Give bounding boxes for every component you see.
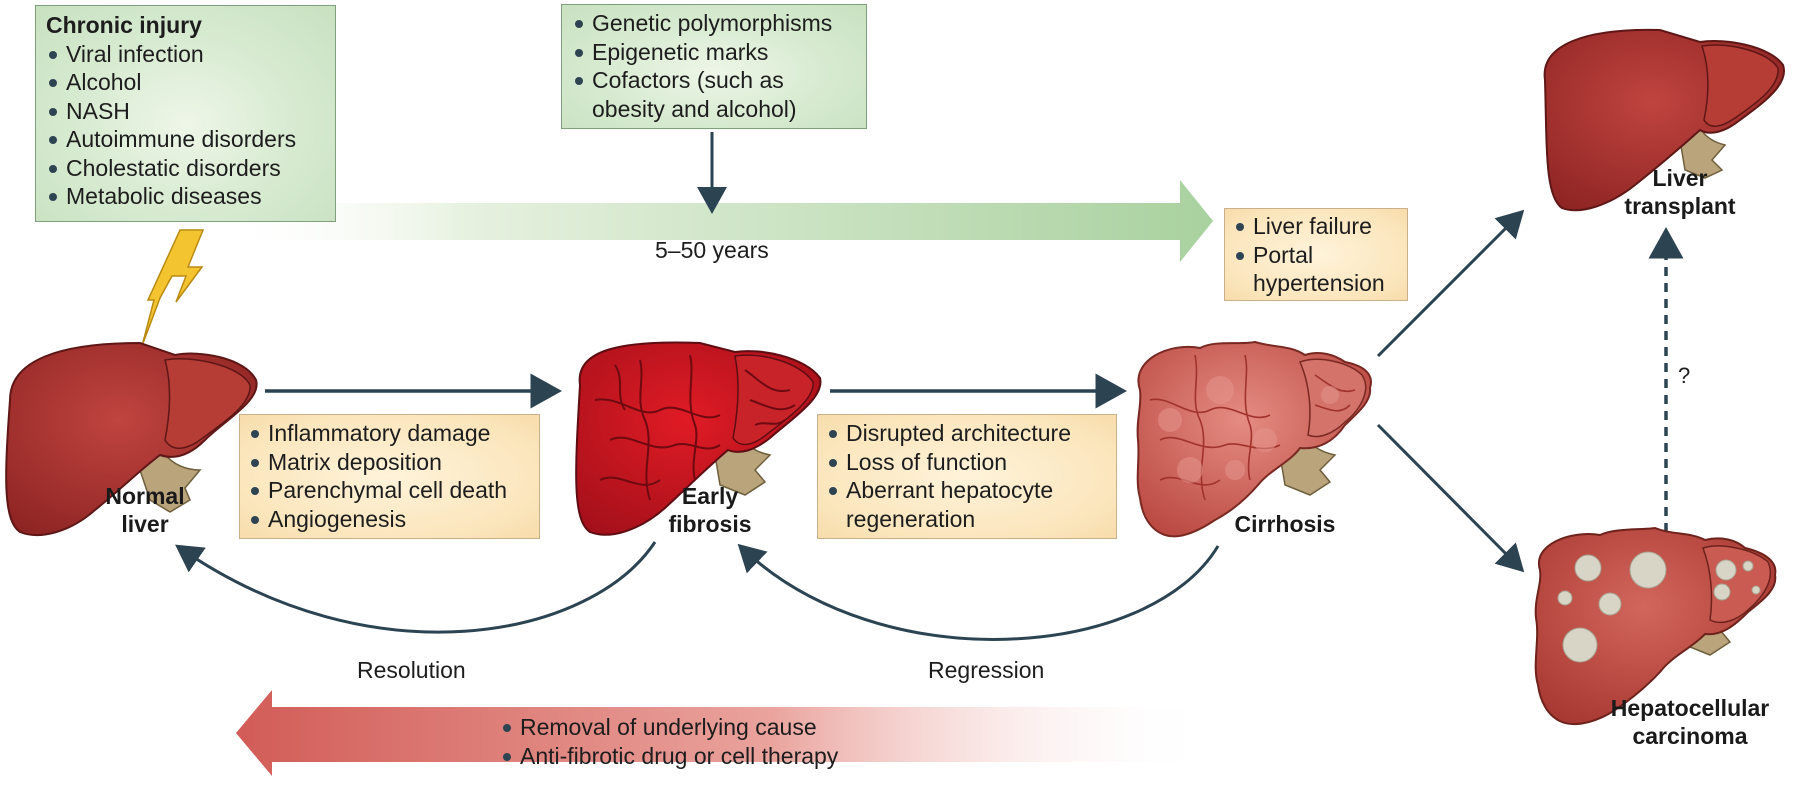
liver-transplant-label: Liver transplant: [1615, 164, 1745, 220]
lightning-bolt-icon: [141, 229, 205, 347]
cirrhosis-features-list: Disrupted architecture Loss of function …: [826, 419, 1108, 533]
hcc-label: Hepatocellular carcinoma: [1600, 694, 1780, 750]
hcc-arrow: [1376, 423, 1525, 573]
therapy-list: Removal of underlying cause Anti-fibroti…: [500, 713, 920, 770]
label-line: Early: [681, 483, 739, 509]
label-line: Hepatocellular: [1610, 695, 1770, 721]
early-fibrosis-liver-illustration: [575, 341, 822, 536]
list-item-line: hypertension: [1253, 270, 1385, 296]
list-item: Anti-fibrotic drug or cell therapy: [500, 742, 920, 771]
list-item: Alcohol: [46, 68, 325, 97]
cirrhosis-liver-illustration: [1136, 340, 1372, 538]
list-item: Autoimmune disorders: [46, 125, 325, 154]
early-fibrosis-label: Early fibrosis: [655, 482, 765, 538]
list-item: Inflammatory damage: [248, 419, 531, 448]
list-item: Parenchymal cell death: [248, 476, 531, 505]
timeline-label: 5–50 years: [655, 237, 769, 263]
transplant-arrow: [1376, 209, 1525, 358]
label-line: carcinoma: [1632, 723, 1748, 749]
list-item: Epigenetic marks: [572, 38, 856, 67]
timeline-arrow: [220, 180, 1213, 262]
list-item: Cholestatic disorders: [46, 154, 325, 183]
label-line: transplant: [1624, 193, 1736, 219]
list-item: Angiogenesis: [248, 505, 531, 534]
label-line: liver: [121, 511, 169, 537]
uncertain-label: ?: [1678, 363, 1691, 388]
list-item-line: Portal: [1253, 241, 1314, 268]
modifiers-box: Genetic polymorphisms Epigenetic marks C…: [561, 4, 867, 129]
list-item: Removal of underlying cause: [500, 713, 920, 742]
list-item: Metabolic diseases: [46, 182, 325, 211]
label-line: Liver: [1652, 165, 1708, 191]
therapy-arrow: [236, 690, 1210, 776]
cirrhosis-features-box: Disrupted architecture Loss of function …: [817, 414, 1117, 539]
list-item: NASH: [46, 97, 325, 126]
label-line: fibrosis: [668, 511, 752, 537]
chronic-injury-title: Chronic injury: [46, 12, 202, 38]
chronic-injury-box: Chronic injury Viral infection Alcohol N…: [35, 5, 336, 222]
list-item-line: obesity and alcohol): [592, 95, 797, 122]
modifiers-list: Genetic polymorphisms Epigenetic marks C…: [572, 9, 856, 123]
transplant-liver-illustration: [1543, 28, 1786, 212]
list-item: Liver failure: [1233, 212, 1399, 241]
normal-liver-label: Normal liver: [90, 482, 200, 538]
therapy-box: Removal of underlying cause Anti-fibroti…: [500, 713, 920, 775]
hcc-liver-illustration: [1534, 526, 1777, 726]
normal-liver-illustration: [5, 341, 258, 536]
chronic-injury-list: Viral infection Alcohol NASH Autoimmune …: [46, 40, 325, 211]
list-item-line: regeneration: [846, 505, 976, 532]
resolution-label: Resolution: [357, 657, 466, 683]
list-item: Viral infection: [46, 40, 325, 69]
label-line: Normal: [105, 483, 185, 509]
regression-arrow: [737, 543, 1220, 641]
list-item: Matrix deposition: [248, 448, 531, 477]
list-item: Loss of function: [826, 448, 1108, 477]
list-item-line: Cofactors (such as: [592, 67, 784, 93]
list-item: Disrupted architecture: [826, 419, 1108, 448]
regression-label: Regression: [928, 657, 1045, 683]
label-line: Cirrhosis: [1234, 511, 1336, 537]
fibrosis-processes-box: Inflammatory damage Matrix deposition Pa…: [239, 414, 540, 539]
list-item: Genetic polymorphisms: [572, 9, 856, 38]
list-item-line: Aberrant hepatocyte: [846, 477, 1054, 503]
resolution-arrow: [175, 541, 657, 634]
fibrosis-processes-list: Inflammatory damage Matrix deposition Pa…: [248, 419, 531, 533]
cirrhosis-label: Cirrhosis: [1215, 510, 1355, 538]
